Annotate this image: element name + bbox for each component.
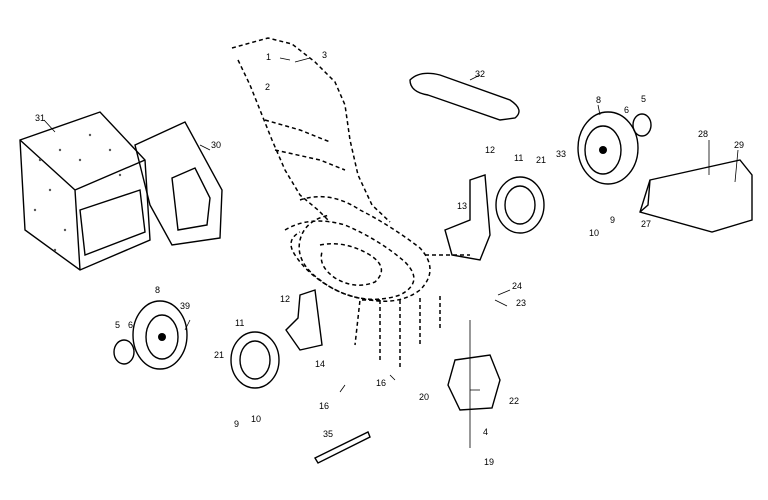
drive-belt: [409, 72, 520, 121]
height-adjuster-right: [444, 174, 491, 261]
handle-and-deck-outline: [231, 37, 470, 370]
label-19: 19: [484, 457, 494, 467]
label-1: 1: [266, 52, 271, 62]
label-21-right: 21: [536, 155, 546, 165]
right-rear-wheel: [577, 111, 639, 185]
label-6-right: 6: [624, 105, 629, 115]
label-5-left: 5: [115, 320, 120, 330]
label-11-right: 11: [514, 153, 523, 163]
label-4: 4: [483, 427, 488, 437]
label-20: 20: [419, 392, 429, 402]
hub-caps: [113, 113, 652, 365]
label-29: 29: [734, 140, 744, 150]
label-33: 33: [556, 149, 566, 159]
grass-bag: [19, 111, 151, 271]
label-28: 28: [698, 129, 708, 139]
label-3: 3: [322, 50, 327, 60]
axle-rod: [314, 431, 371, 464]
label-21-left: 21: [214, 350, 224, 360]
label-14: 14: [315, 359, 325, 369]
label-11-left: 11: [235, 318, 244, 328]
label-8-right: 8: [596, 95, 601, 105]
bag-frame: [134, 121, 223, 246]
label-27: 27: [641, 219, 651, 229]
part-labels: 1 2 3 4 5 5 6 6 8 8 9 9 10 10 11 11 12 1…: [35, 50, 744, 467]
gear-left: [230, 331, 280, 389]
label-6-left: 6: [128, 320, 133, 330]
label-12-right: 12: [485, 145, 495, 155]
label-12-left: 12: [280, 294, 290, 304]
label-5-right: 5: [641, 94, 646, 104]
label-16-left: 16: [319, 401, 329, 411]
label-24: 24: [512, 281, 522, 291]
label-31: 31: [35, 113, 45, 123]
label-23: 23: [516, 298, 526, 308]
label-32: 32: [475, 69, 485, 79]
label-39: 39: [180, 301, 190, 311]
label-22: 22: [509, 396, 519, 406]
label-2: 2: [265, 82, 270, 92]
label-8-left: 8: [155, 285, 160, 295]
gear-right: [495, 176, 545, 234]
label-30: 30: [211, 140, 221, 150]
label-10-left: 10: [251, 414, 261, 424]
transmission: [447, 354, 501, 411]
label-35: 35: [323, 429, 333, 439]
label-13: 13: [457, 201, 467, 211]
leader-lines: [43, 57, 739, 448]
label-9-left: 9: [234, 419, 239, 429]
label-16-right: 16: [376, 378, 386, 388]
label-10-right: 10: [589, 228, 599, 238]
left-front-wheel: [132, 300, 188, 370]
height-adjuster-left: [285, 289, 323, 351]
label-9-right: 9: [610, 215, 615, 225]
rear-flap: [639, 159, 753, 233]
